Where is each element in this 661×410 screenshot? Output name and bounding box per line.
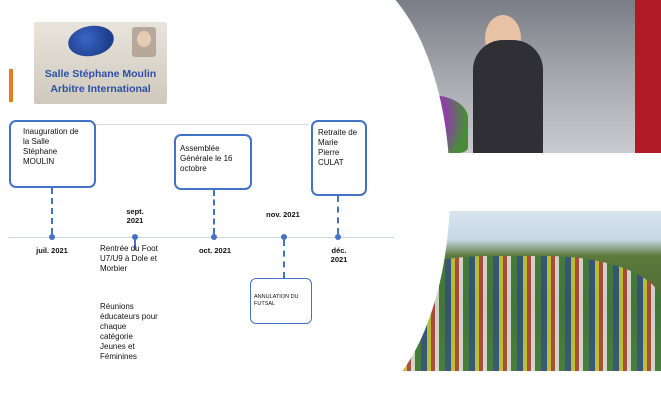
sign-line-2: Arbitre International [50, 83, 151, 95]
rentree-foot-text: Rentrée du Foot U7/U9 à Dole et Morbier [100, 244, 158, 273]
timeline-marker [132, 234, 138, 240]
annulation-futsal-text: ANNULATION DU FUTSAL [254, 294, 299, 307]
event-retraite: Retraite de Marie Pierre CULAT [311, 120, 367, 196]
connector-line [213, 190, 215, 234]
date-oct-2021: oct. 2021 [198, 246, 232, 255]
timeline-marker [281, 234, 287, 240]
event-inauguration-text: Inauguration de la Salle Stéphane MOULIN [23, 127, 79, 166]
timeline-axis [9, 237, 394, 238]
connector-line [134, 238, 136, 250]
event-inauguration: Inauguration de la Salle Stéphane MOULIN [9, 120, 96, 188]
event-retraite-text: Retraite de Marie Pierre CULAT [318, 128, 358, 167]
timeline-marker [49, 234, 55, 240]
event-assemblee-text: Assemblée Générale le 16 octobre [180, 144, 233, 173]
date-nov-2021: nov. 2021 [266, 210, 300, 219]
jura-logo-icon [65, 22, 117, 60]
event-assemblee: Assemblée Générale le 16 octobre [174, 134, 252, 190]
annulation-futsal-box: ANNULATION DU FUTSAL [250, 278, 312, 324]
portrait-icon [132, 27, 156, 57]
accent-bar [9, 69, 13, 102]
reunions-educateurs-text: Réunions éducateurs pour chaque catégori… [100, 302, 158, 361]
timeline-marker [335, 234, 341, 240]
date-sept-2021: sept. 2021 [126, 207, 144, 225]
connector-line [283, 240, 285, 278]
timeline-marker [211, 234, 217, 240]
person-body [473, 40, 543, 153]
connector-line [51, 188, 53, 234]
sign-line-1: Salle Stéphane Moulin [44, 68, 157, 80]
date-juil-2021: juil. 2021 [36, 246, 68, 255]
red-curtain [635, 0, 661, 153]
top-guide-line [9, 124, 309, 125]
white-curve-shape [230, 0, 450, 410]
salle-sign-photo: Salle Stéphane Moulin Arbitre Internatio… [34, 22, 167, 104]
connector-line [337, 196, 339, 234]
date-dec-2021: déc. 2021 [330, 246, 348, 264]
